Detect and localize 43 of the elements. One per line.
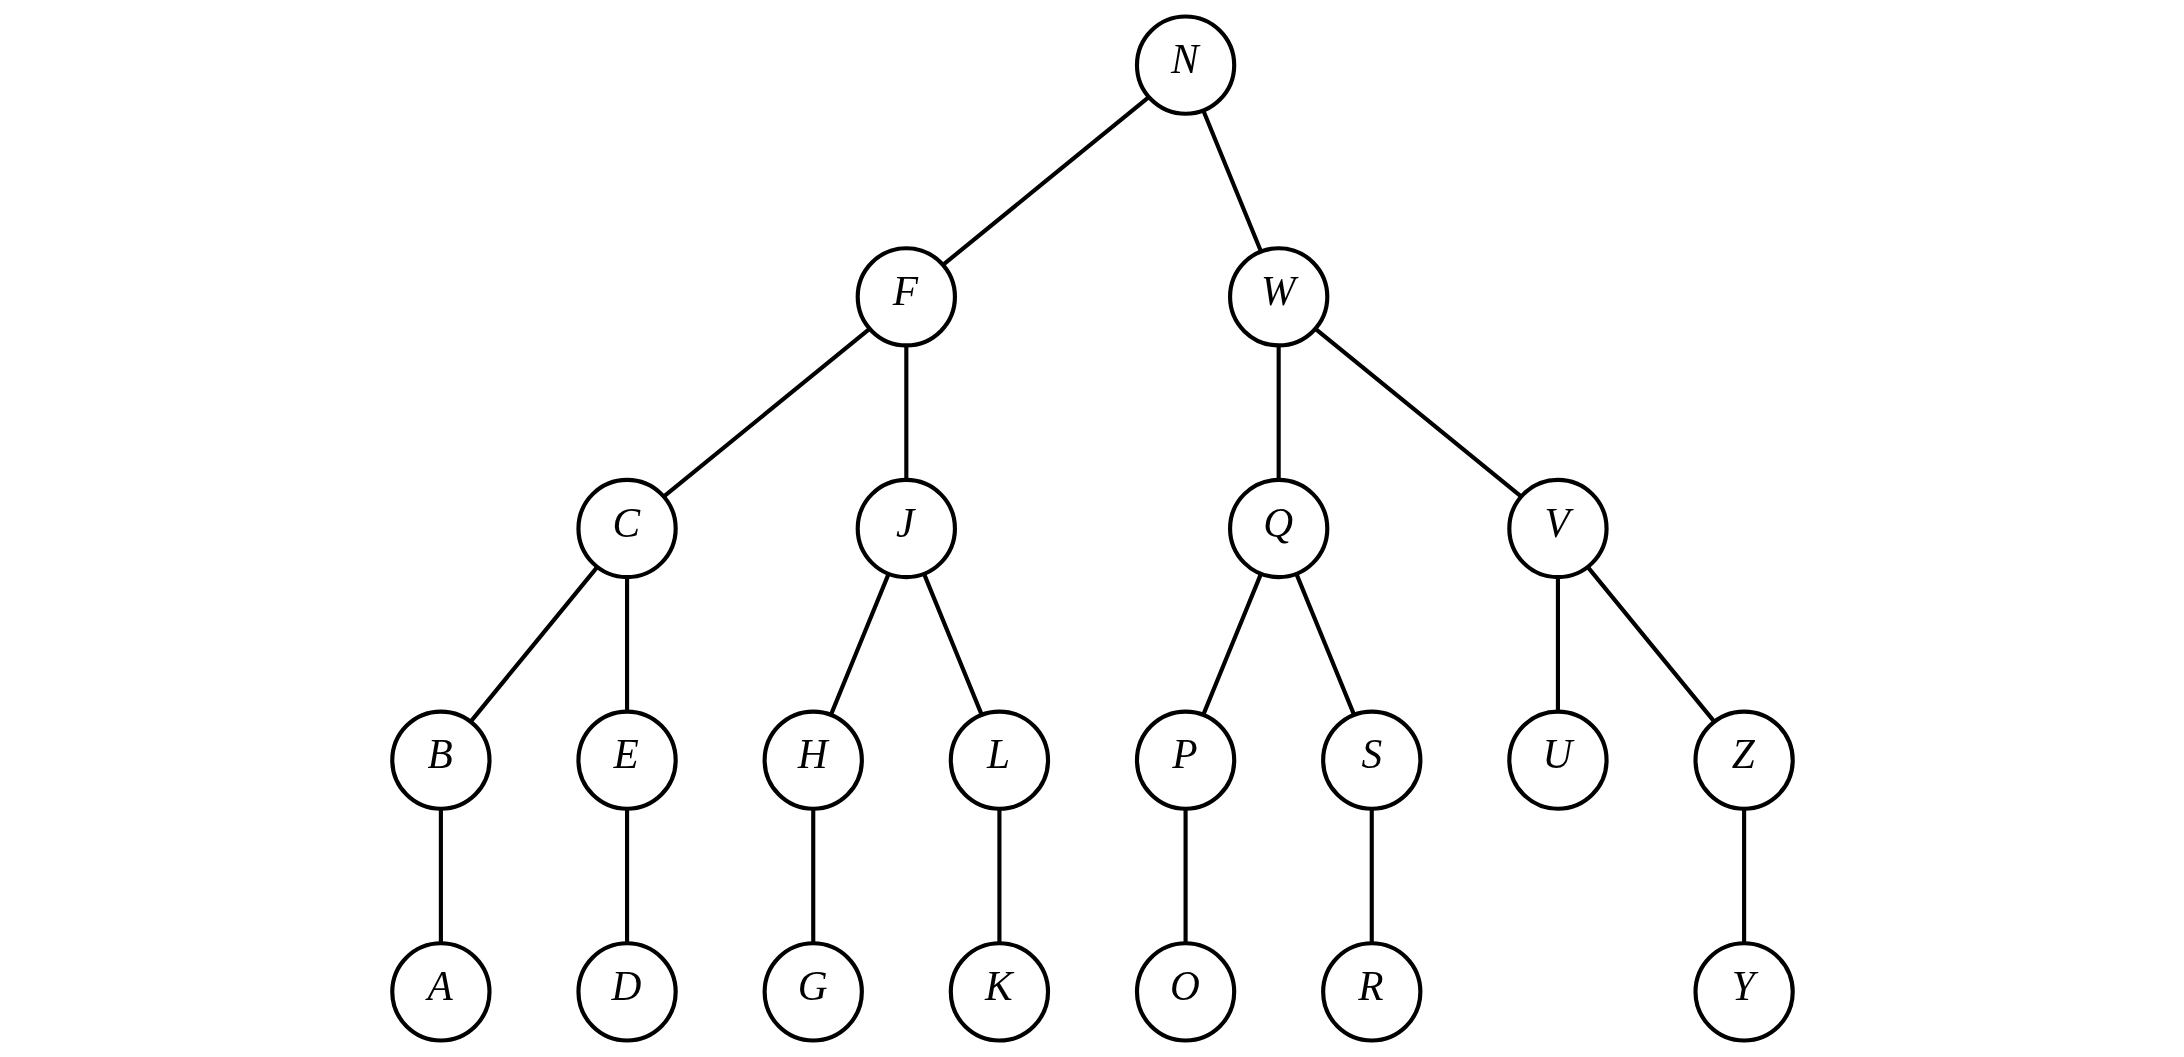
connector xyxy=(1555,577,1560,711)
connector xyxy=(662,327,871,498)
connector xyxy=(624,577,629,711)
node-circle: W xyxy=(1227,246,1329,348)
connector xyxy=(1276,345,1281,480)
connector xyxy=(810,808,815,943)
node-circle: O xyxy=(1134,941,1236,1043)
node-circle: C xyxy=(575,477,678,580)
node-circle: N xyxy=(1134,14,1236,116)
connector xyxy=(438,808,443,943)
node-circle: K xyxy=(948,941,1050,1043)
connector xyxy=(1294,573,1356,715)
node-circle: S xyxy=(1320,709,1422,811)
connector xyxy=(828,573,890,715)
node-circle: D xyxy=(575,941,678,1043)
node-circle: E xyxy=(575,709,678,811)
connector xyxy=(624,808,629,943)
connector xyxy=(1313,327,1522,498)
connector xyxy=(921,573,983,715)
node-circle: B xyxy=(389,709,492,811)
node-circle: G xyxy=(762,941,864,1043)
connector xyxy=(903,345,908,480)
connector xyxy=(996,808,1001,943)
connector xyxy=(1741,808,1746,943)
connector xyxy=(1369,808,1374,943)
connector xyxy=(1585,565,1716,723)
node-circle: L xyxy=(948,709,1050,811)
node-circle: H xyxy=(762,709,864,811)
node-circle: U xyxy=(1506,709,1609,811)
node-circle: F xyxy=(855,246,957,348)
node-circle: Y xyxy=(1692,941,1795,1043)
node-circle: A xyxy=(389,941,492,1043)
node-circle: Q xyxy=(1227,477,1329,580)
connector xyxy=(1201,573,1263,715)
node-circle: V xyxy=(1506,477,1609,580)
node-circle: Z xyxy=(1692,709,1795,811)
connector xyxy=(941,95,1150,266)
node-circle: R xyxy=(1320,941,1422,1043)
node-circle: J xyxy=(855,477,957,580)
connector xyxy=(1183,808,1188,943)
node-circle: P xyxy=(1134,709,1236,811)
connector xyxy=(1200,109,1263,252)
connector xyxy=(468,565,599,723)
